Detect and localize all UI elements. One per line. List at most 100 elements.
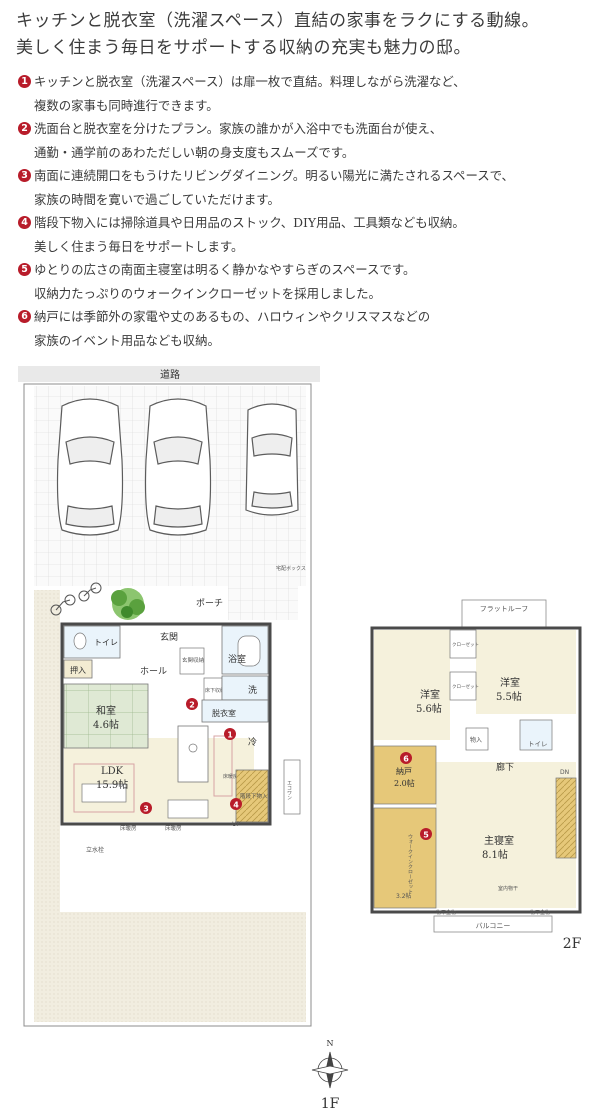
road: [18, 366, 320, 382]
floor-2-plan: フラットルーフ 洋室 5.6帖 洋室 5.5帖 クローゼット クローゼット 物入…: [370, 599, 582, 952]
svg-text:5: 5: [423, 831, 429, 840]
headline-line-1: キッチンと脱衣室（洗濯スペース）直結の家事をラクにする動線。: [16, 11, 540, 31]
site-boundary: [23, 383, 312, 1027]
feature-text: 通勤・通学前のあわただしい朝の身支度もスムーズです。: [34, 144, 355, 160]
dressing-room: [201, 699, 269, 723]
feature-number-badge: 6: [18, 310, 31, 323]
feature-number-badge: 2: [18, 122, 31, 135]
feature-text: キッチンと脱衣室（洗濯スペース）は扉一枚で直結。料理しながら洗濯など、: [34, 74, 466, 89]
hall-label: ホール: [140, 666, 167, 677]
indoor-drying-label: 室内物干: [498, 885, 518, 892]
feature-text: 洗面台と脱衣室を分けたプラン。家族の誰かが入浴中でも洗面台が使え、: [34, 121, 443, 136]
delivery-box-label: 宅配ボックス: [276, 565, 306, 572]
master-size: 8.1帖: [482, 848, 508, 861]
genkan-storage: [179, 647, 205, 675]
compass-icon: [311, 1051, 349, 1089]
road-label: 道路: [160, 368, 180, 381]
floor-heating-label: 床暖房: [223, 773, 238, 780]
toilet-2f: [519, 719, 553, 751]
flat-roof: [461, 599, 547, 629]
balcony: [433, 915, 553, 933]
headline: キッチンと脱衣室（洗濯スペース）直結の家事をラクにする動線。 美しく住まう毎日を…: [16, 8, 586, 62]
floor-1-label: 1F: [321, 1096, 340, 1112]
stairs-2f: [555, 777, 577, 859]
flat-roof-label: フラットルーフ: [480, 605, 529, 613]
western-room-1-size: 5.6帖: [416, 702, 442, 715]
bicycle-icon: [50, 582, 102, 616]
north-label: N: [327, 1039, 334, 1048]
badge-5: 5: [420, 828, 432, 840]
storage-label: 押入: [70, 665, 86, 675]
closet-2: [449, 671, 477, 701]
floor-storage-label: 床下収納: [205, 687, 225, 694]
master-bedroom: [436, 762, 576, 908]
garden: [34, 912, 306, 1022]
dressing-label: 脱衣室: [212, 708, 236, 718]
bath-label: 浴室: [228, 653, 246, 665]
badge-1: 1: [224, 728, 236, 740]
svg-text:6: 6: [403, 755, 409, 764]
western-room-2: [476, 630, 576, 714]
ecowill-unit: [283, 759, 301, 815]
feature-text: 家族のイベント用品なども収納。: [34, 332, 220, 348]
master-name: 主寝室: [484, 834, 514, 847]
up-label: UP: [232, 821, 240, 828]
floor-2-label: 2F: [563, 936, 582, 952]
closet-1: [449, 629, 477, 659]
feature-text: ゆとりの広さの南面主寝室は明るく静かなやすらぎのスペースです。: [34, 262, 416, 277]
floor-plans: 道路 宅配ボックス: [18, 366, 582, 1112]
svg-text:4: 4: [233, 801, 239, 810]
washitsu-name: 和室: [96, 704, 116, 717]
western-room-1-name: 洋室: [420, 688, 440, 701]
dining-table: [167, 799, 209, 819]
entrance-label: 玄関: [160, 631, 178, 643]
car-icon: [245, 403, 299, 516]
kitchen-counter: [177, 725, 209, 783]
fridge-label: 冷: [248, 736, 257, 748]
storage: [465, 727, 489, 751]
badge-6: 6: [400, 752, 412, 764]
washitsu-size: 4.6帖: [93, 718, 119, 731]
feature-text: 複数の家事も同時進行できます。: [34, 97, 219, 113]
washroom: [221, 675, 269, 701]
svg-text:2: 2: [189, 701, 195, 710]
walk-in-closet: [373, 807, 437, 909]
drying-hardware-label: 物干金物: [530, 909, 550, 916]
sofa-table: [81, 783, 127, 803]
faucet-label: 立水栓: [86, 846, 104, 854]
wic-label: ウォークインクローゼット: [407, 833, 413, 894]
feature-number-badge: 1: [18, 75, 31, 88]
floor-heating-label: 床暖房: [120, 824, 137, 832]
stove-icon: [188, 743, 198, 753]
headline-line-2: 美しく住まう毎日をサポートする収納の充実も魅力の邸。: [16, 38, 471, 58]
approach: [228, 540, 298, 620]
nando-name: 納戸: [396, 766, 412, 776]
western-room-2-name: 洋室: [500, 676, 520, 689]
corridor-label: 廊下: [496, 761, 514, 773]
genkan-storage-label: 玄関収納: [182, 656, 205, 664]
feature-text: 南面に連続開口をもうけたリビングダイニング。明るい陽光に満たされるスペースで、: [34, 168, 514, 183]
floor-heating-label: 床暖房: [165, 824, 182, 832]
svg-text:1: 1: [227, 731, 233, 740]
oshiire: [63, 659, 93, 679]
stairs: [235, 769, 269, 823]
western-room-1: [374, 630, 450, 740]
floor-1-plan: 道路 宅配ボックス: [18, 366, 349, 1112]
feature-text: 階段下物入には掃除道具や日用品のストック、DIY用品、工具類なども収納。: [34, 215, 465, 230]
tree-icon: [111, 588, 145, 620]
toilet-room: [63, 625, 121, 659]
living-area: [73, 763, 135, 813]
feature-text: 美しく住まう毎日をサポートします。: [34, 238, 244, 254]
feature-text: 収納力たっぷりのウォークインクローゼットを採用しました。: [34, 285, 381, 301]
wash-label: 洗: [248, 684, 257, 696]
feature-number-badge: 5: [18, 263, 31, 276]
closet-1-label: クローゼット: [452, 641, 479, 648]
ldk-name: LDK: [101, 766, 124, 777]
drying-hardware-label: 物干金物: [436, 909, 456, 916]
badge-3: 3: [140, 802, 152, 814]
